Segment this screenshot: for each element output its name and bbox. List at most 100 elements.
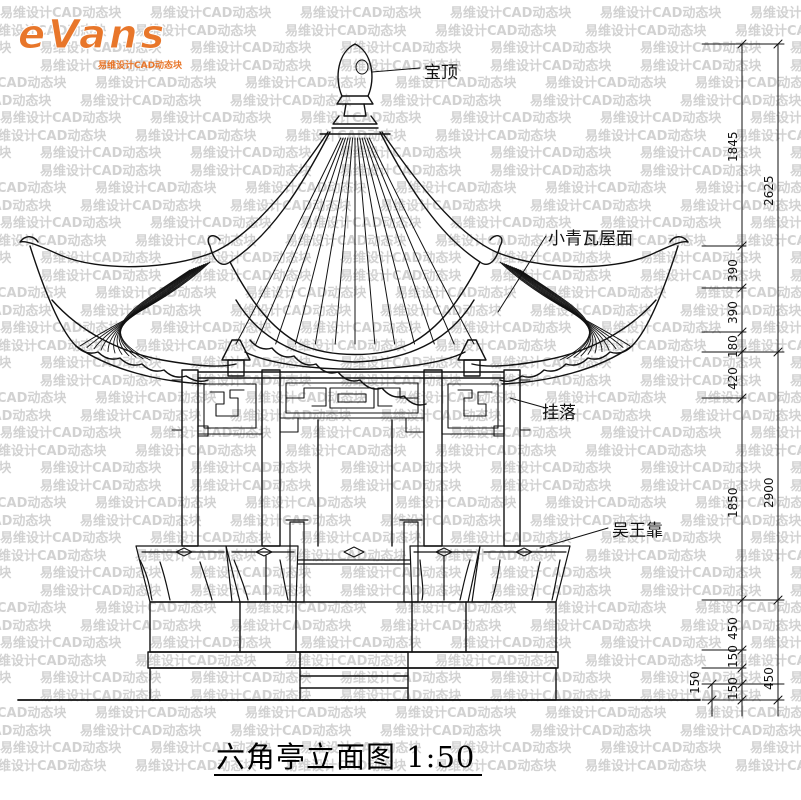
columns: [181, 369, 521, 547]
watermark-text: 易维设计CAD动态块: [640, 41, 762, 56]
watermark-text: 易维设计CAD动态块: [0, 706, 67, 721]
watermark-text: 易维设计CAD动态块: [340, 41, 462, 56]
watermark-text: 易维设计CAD动态块: [150, 216, 272, 231]
watermark-text: 易维设计CAD动态块: [450, 6, 572, 21]
watermark-text: 易维设计CAD动态块: [395, 286, 517, 301]
watermark-text: 易维设计CAD动态块: [545, 181, 667, 196]
roof-tile-rib: [513, 267, 592, 357]
watermark-text: 易维设计CAD动态块: [340, 373, 462, 389]
watermark-text: 易维设计CAD动态块: [150, 531, 272, 546]
watermark-text: 易维设计CAD动态块: [0, 723, 52, 739]
watermark-text: 易维设计CAD动态块: [695, 391, 801, 406]
watermark-text: 易维设计CAD动态块: [285, 23, 407, 39]
dim-150-left: 150: [688, 671, 702, 694]
watermark-text: 易维设计CAD动态块: [435, 758, 557, 774]
watermark-text: 易维设计CAD动态块: [285, 758, 407, 774]
watermark-text: 易维设计CAD动态块: [150, 321, 272, 336]
watermark-text: 易维设计CAD动态块: [600, 321, 722, 336]
brand-logo-text: eVans: [17, 12, 168, 59]
watermark-text: 易维设计CAD动态块: [80, 513, 202, 529]
watermark-text: 易维设计CAD动态块: [0, 671, 12, 686]
wuwangkao-bench-backs: [135, 519, 571, 603]
dim-1850: 1850: [726, 487, 740, 518]
watermark-text: 易维设计CAD动态块: [790, 688, 801, 704]
watermark-text: 易维设计CAD动态块: [695, 706, 801, 721]
watermark-text: 易维设计CAD动态块: [395, 181, 517, 196]
watermark-text: 易维设计CAD动态块: [40, 461, 162, 476]
watermark-text: 易维设计CAD动态块: [95, 706, 217, 721]
roof-tile-rib: [120, 268, 193, 360]
watermark-text: 易维设计CAD动态块: [300, 6, 422, 21]
watermark-text: 易维设计CAD动态块: [230, 618, 352, 634]
watermark-text: 易维设计CAD动态块: [80, 618, 202, 634]
watermark-text: 易维设计CAD动态块: [190, 251, 312, 266]
watermark-text: 易维设计CAD动态块: [340, 268, 462, 284]
watermark-text: 易维设计CAD动态块: [190, 268, 312, 284]
watermark-text: 易维设计CAD动态块: [585, 443, 707, 459]
dim-150-b: 150: [726, 677, 740, 700]
gualuo-lattice: [171, 377, 531, 437]
watermark-text: 易维设计CAD动态块: [230, 408, 352, 424]
watermark-text: 易维设计CAD动态块: [545, 76, 667, 91]
watermark-text: 易维设计CAD动态块: [0, 93, 52, 109]
watermark-text: 易维设计CAD动态块: [135, 443, 257, 459]
watermark-text: 易维设计CAD动态块: [380, 408, 502, 424]
dim-2625: 2625: [762, 175, 776, 206]
watermark-text: 易维设计CAD动态块: [640, 566, 762, 581]
watermark-text: 易维设计CAD动态块: [230, 93, 352, 109]
roof-tile-rib: [113, 265, 201, 354]
watermark-text: 易维设计CAD动态块: [790, 163, 801, 179]
watermark-text: 易维设计CAD动态块: [600, 426, 722, 441]
watermark-text: 易维设计CAD动态块: [545, 286, 667, 301]
watermark-text: 易维设计CAD动态块: [640, 146, 762, 161]
roof-tile-ribs-front: [235, 137, 475, 345]
watermark-text: 易维设计CAD动态块: [135, 23, 257, 39]
watermark-text: 易维设计CAD动态块: [300, 636, 422, 651]
watermark-text: 易维设计CAD动态块: [600, 531, 722, 546]
roof-tile-rib: [295, 137, 349, 345]
watermark-text: 易维设计CAD动态块: [40, 268, 162, 284]
watermark-text: 易维设计CAD动态块: [300, 426, 422, 441]
watermark-text: 易维设计CAD动态块: [40, 356, 162, 371]
watermark-text: 易维设计CAD动态块: [435, 338, 557, 354]
watermark-text: 易维设计CAD动态块: [750, 6, 801, 21]
watermark-text: 易维设计CAD动态块: [490, 163, 612, 179]
eave-pendant-left: [221, 339, 251, 377]
roof-tile-rib: [275, 137, 346, 345]
watermark-text: 易维设计CAD动态块: [600, 636, 722, 651]
watermark-text: 易维设计CAD动态块: [0, 23, 107, 39]
watermark-text: 易维设计CAD动态块: [80, 408, 202, 424]
roof-tile-rib: [509, 265, 597, 354]
brand-logo: eVans 易维设计CAD动态块: [16, 12, 216, 74]
roof-tile-rib: [119, 269, 191, 361]
watermark-text: 易维设计CAD动态块: [135, 653, 257, 669]
watermark-text: 易维设计CAD动态块: [285, 233, 407, 249]
watermark-text: 易维设计CAD动态块: [150, 111, 272, 126]
watermark-text: 易维设计CAD动态块: [750, 321, 801, 336]
watermark-text: 易维设计CAD动态块: [585, 758, 707, 774]
watermark-text: 易维设计CAD动态块: [80, 723, 202, 739]
watermark-text: 易维设计CAD动态块: [0, 128, 107, 144]
watermark-text: 易维设计CAD动态块: [190, 583, 312, 599]
roof-tile-rib: [366, 137, 455, 345]
watermark-text: 易维设计CAD动态块: [95, 76, 217, 91]
watermark-text: 易维设计CAD动态块: [0, 6, 122, 21]
watermark-text: 易维设计CAD动态块: [585, 23, 707, 39]
watermark-text: 易维设计CAD动态块: [190, 373, 312, 389]
watermark-text: 易维设计CAD动态块: [735, 653, 801, 669]
roof-tile-rib: [314, 137, 351, 345]
dimension-lines: [701, 39, 785, 717]
watermark-text: 易维设计CAD动态块: [40, 58, 162, 74]
watermark-text: 易维设计CAD动态块: [380, 513, 502, 529]
watermark-text: 易维设计CAD动态块: [735, 758, 801, 774]
watermark-text: 易维设计CAD动态块: [750, 531, 801, 546]
watermark-text: 易维设计CAD动态块: [40, 41, 162, 56]
watermark-text: 易维设计CAD动态块: [300, 111, 422, 126]
watermark-text: 易维设计CAD动态块: [0, 548, 107, 564]
roof-tile-rib: [519, 269, 591, 361]
watermark-text: 易维设计CAD动态块: [0, 181, 67, 196]
watermark-text: 易维设计CAD动态块: [490, 146, 612, 161]
watermark-text: 易维设计CAD动态块: [135, 338, 257, 354]
watermark-text: 易维设计CAD动态块: [190, 146, 312, 161]
watermark-text: 易维设计CAD动态块: [0, 251, 12, 266]
